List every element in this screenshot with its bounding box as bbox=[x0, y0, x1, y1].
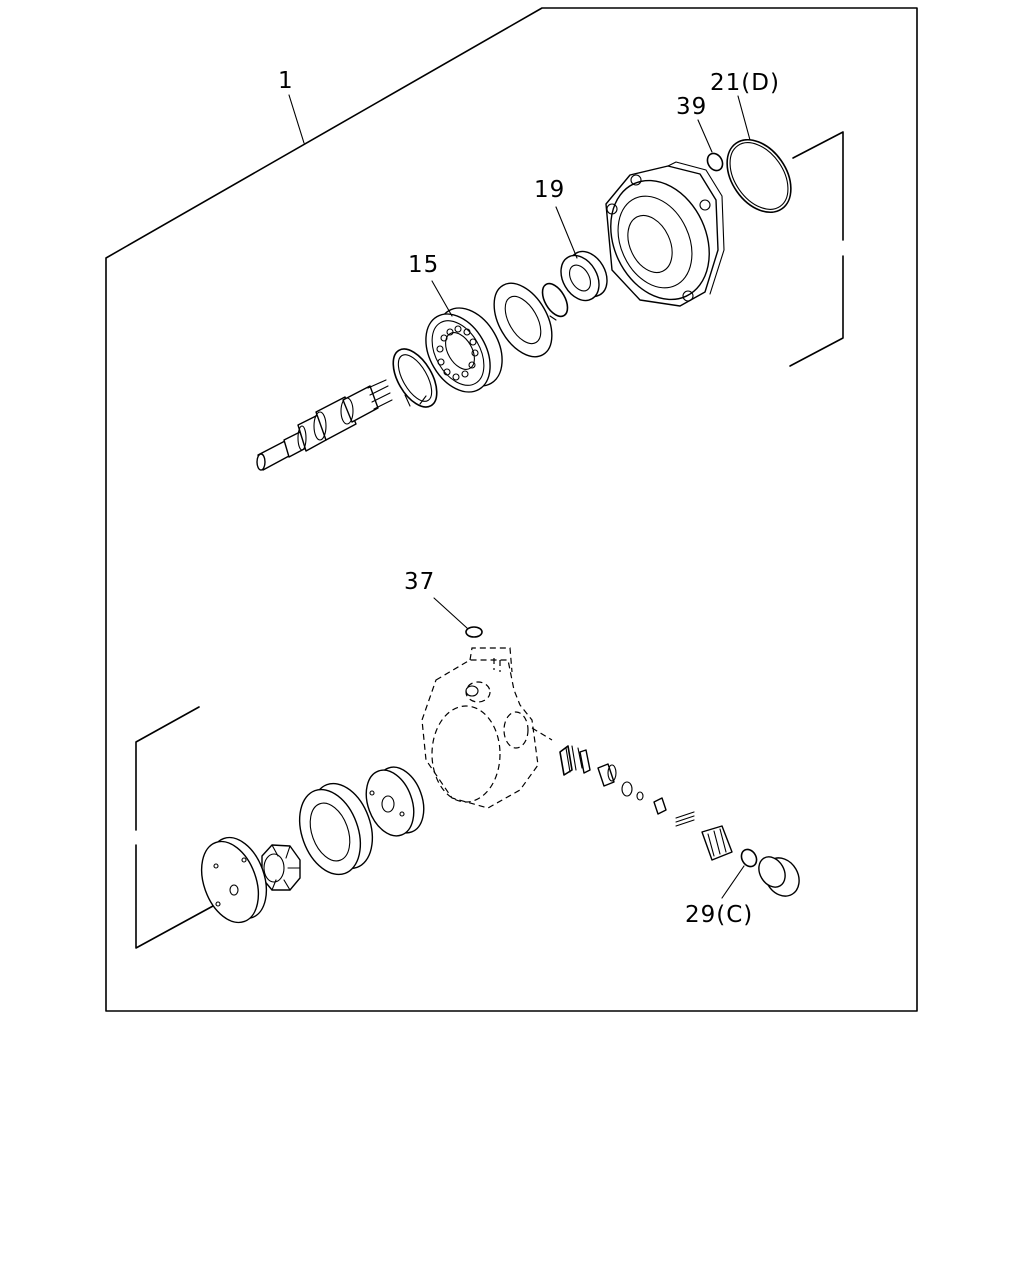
leader-29 bbox=[721, 865, 745, 899]
leader-21 bbox=[737, 95, 751, 141]
callout-29: 29(C) bbox=[685, 902, 753, 928]
pump-body-icon bbox=[421, 647, 553, 809]
cap-plug-icon bbox=[758, 856, 800, 897]
o-ring-37-icon bbox=[465, 626, 483, 638]
leader-37 bbox=[433, 597, 468, 629]
snap-ring-small-icon bbox=[541, 282, 569, 321]
leader-15 bbox=[431, 280, 453, 317]
pump-housing-icon bbox=[605, 161, 725, 307]
small-washer-icon bbox=[621, 781, 633, 797]
flow-control-spring-icon bbox=[559, 745, 591, 776]
assembly-frame bbox=[105, 7, 918, 1012]
small-pin-icon bbox=[653, 797, 667, 815]
callout-15: 15 bbox=[408, 252, 439, 278]
callout-37: 37 bbox=[404, 569, 435, 595]
seal-washer-icon bbox=[493, 282, 553, 358]
rear-plate-icon bbox=[200, 836, 268, 924]
o-ring-29-icon bbox=[740, 848, 758, 868]
bracket-lower-left-lower bbox=[135, 844, 214, 949]
rotor-icon bbox=[261, 844, 301, 891]
small-spring-icon bbox=[675, 811, 695, 827]
drive-shaft-icon bbox=[256, 379, 393, 471]
cam-ring-icon bbox=[298, 782, 374, 876]
callout-1: 1 bbox=[278, 68, 294, 94]
leader-1 bbox=[288, 94, 305, 144]
callout-21: 21(D) bbox=[710, 70, 780, 96]
bracket-lower-left bbox=[135, 706, 200, 831]
bracket-upper-right bbox=[792, 131, 844, 241]
leader-39 bbox=[697, 119, 713, 153]
bracket-upper-right-lower bbox=[789, 255, 844, 367]
o-ring-large-icon bbox=[726, 138, 792, 214]
ball-bearing-icon bbox=[425, 307, 503, 393]
snap-ring-large-icon bbox=[392, 348, 438, 408]
relief-valve-icon bbox=[701, 825, 733, 861]
small-ball-icon bbox=[636, 791, 644, 801]
callout-19: 19 bbox=[534, 177, 565, 203]
valve-plug-icon bbox=[597, 763, 617, 787]
side-plate-icon bbox=[365, 766, 425, 837]
o-ring-small-icon bbox=[706, 152, 724, 172]
callout-39: 39 bbox=[676, 94, 707, 120]
leader-19 bbox=[555, 206, 578, 259]
bushing-icon bbox=[560, 250, 608, 302]
